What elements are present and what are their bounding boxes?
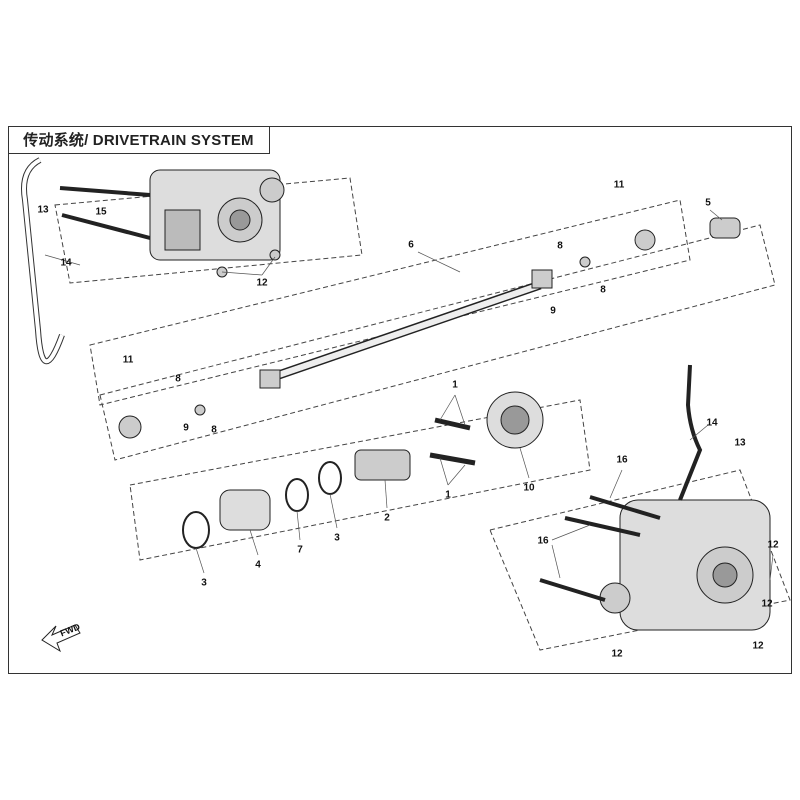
- callout-12: 12: [611, 648, 623, 660]
- callout-13: 13: [37, 204, 49, 216]
- front-differential: [149, 169, 285, 261]
- callout-14: 14: [60, 257, 72, 269]
- callout-3: 3: [201, 577, 207, 589]
- propeller-shaft: [259, 269, 553, 389]
- callout-4: 4: [255, 559, 261, 571]
- callout-8: 8: [211, 424, 217, 436]
- callout-12: 12: [767, 539, 779, 551]
- callout-8: 8: [557, 240, 563, 252]
- callout-11: 11: [122, 354, 134, 366]
- callout-12: 12: [752, 640, 764, 652]
- callout-10: 10: [523, 482, 535, 494]
- callout-1: 1: [452, 379, 458, 391]
- rear-differential: [599, 499, 771, 631]
- callout-12: 12: [256, 277, 268, 289]
- boot: [709, 217, 741, 239]
- diagram-title: 传动系统/ DRIVETRAIN SYSTEM: [8, 126, 270, 154]
- callout-14: 14: [706, 417, 718, 429]
- callout-9: 9: [183, 422, 189, 434]
- rear-breather-hose: [678, 364, 703, 501]
- callout-2: 2: [384, 512, 390, 524]
- callout-9: 9: [550, 305, 556, 317]
- group-outlines: [54, 177, 791, 651]
- callout-15: 15: [95, 206, 107, 218]
- callout-16: 16: [616, 454, 628, 466]
- coupling-flange: [486, 391, 544, 449]
- callout-5: 5: [705, 197, 711, 209]
- callout-1: 1: [445, 489, 451, 501]
- callout-7: 7: [297, 544, 303, 556]
- callout-6: 6: [408, 239, 414, 251]
- callout-3: 3: [334, 532, 340, 544]
- callout-8: 8: [175, 373, 181, 385]
- callout-12: 12: [761, 598, 773, 610]
- diagram-frame: [8, 126, 792, 674]
- callout-16: 16: [537, 535, 549, 547]
- callout-8: 8: [600, 284, 606, 296]
- callout-11: 11: [613, 179, 625, 191]
- callout-13: 13: [734, 437, 746, 449]
